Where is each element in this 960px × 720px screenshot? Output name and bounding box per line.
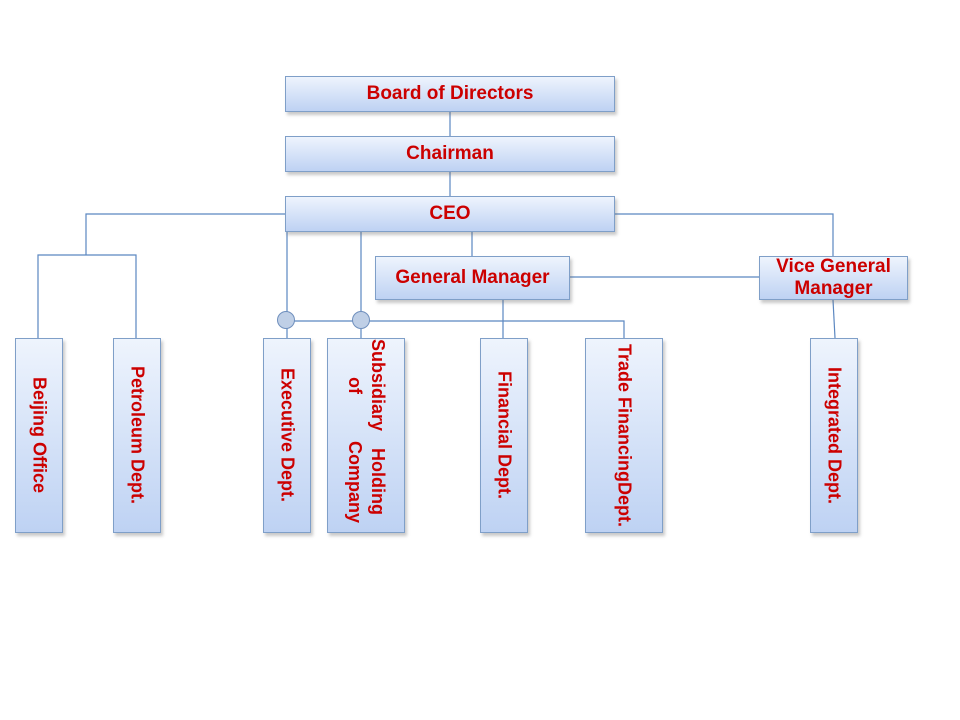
petroleum-dept-box: Petroleum Dept. (113, 338, 161, 533)
integrated-dept-label: Integrated Dept. (824, 366, 845, 504)
subsidiary-label-line2: Holding Company (345, 440, 388, 523)
connector-vice-gm-integrated (832, 299, 836, 339)
ceo-box: CEO (285, 196, 615, 232)
general-manager-box: General Manager (375, 256, 570, 300)
trade-financing-dept-box: Trade Financing Dept. (585, 338, 663, 533)
executive-dept-box: Executive Dept. (263, 338, 311, 533)
chairman-box: Chairman (285, 136, 615, 172)
connector-ceo-vice-gm (615, 213, 834, 256)
trade-financing-label-line1: Trade Financing (614, 343, 635, 483)
beijing-office-label: Beijing Office (29, 377, 50, 494)
subsidiary-holding-company-box: Subsidiary of Holding Company (327, 338, 405, 533)
connector-left-departments (37, 254, 137, 338)
board-of-directors-label: Board of Directors (366, 83, 534, 104)
vice-general-manager-label-line2: Manager (794, 278, 873, 299)
financial-dept-label: Financial Dept. (494, 371, 515, 500)
junction-dot-executive (277, 311, 295, 329)
chairman-label: Chairman (406, 143, 494, 164)
ceo-label: CEO (429, 203, 471, 224)
integrated-dept-box: Integrated Dept. (810, 338, 858, 533)
vice-general-manager-box: Vice General Manager (759, 256, 908, 300)
junction-dot-subsidiary (352, 311, 370, 329)
financial-dept-box: Financial Dept. (480, 338, 528, 533)
connector-ceo-left-branch (85, 213, 286, 255)
board-of-directors-box: Board of Directors (285, 76, 615, 112)
vice-general-manager-label-line1: Vice General (776, 256, 891, 277)
subsidiary-label-line1: Subsidiary of (345, 339, 388, 432)
general-manager-label: General Manager (395, 267, 550, 288)
beijing-office-box: Beijing Office (15, 338, 63, 533)
trade-financing-label-line2: Dept. (614, 482, 635, 528)
executive-dept-label: Executive Dept. (277, 368, 298, 503)
petroleum-dept-label: Petroleum Dept. (127, 366, 148, 505)
connector-gm-departments (287, 320, 625, 338)
